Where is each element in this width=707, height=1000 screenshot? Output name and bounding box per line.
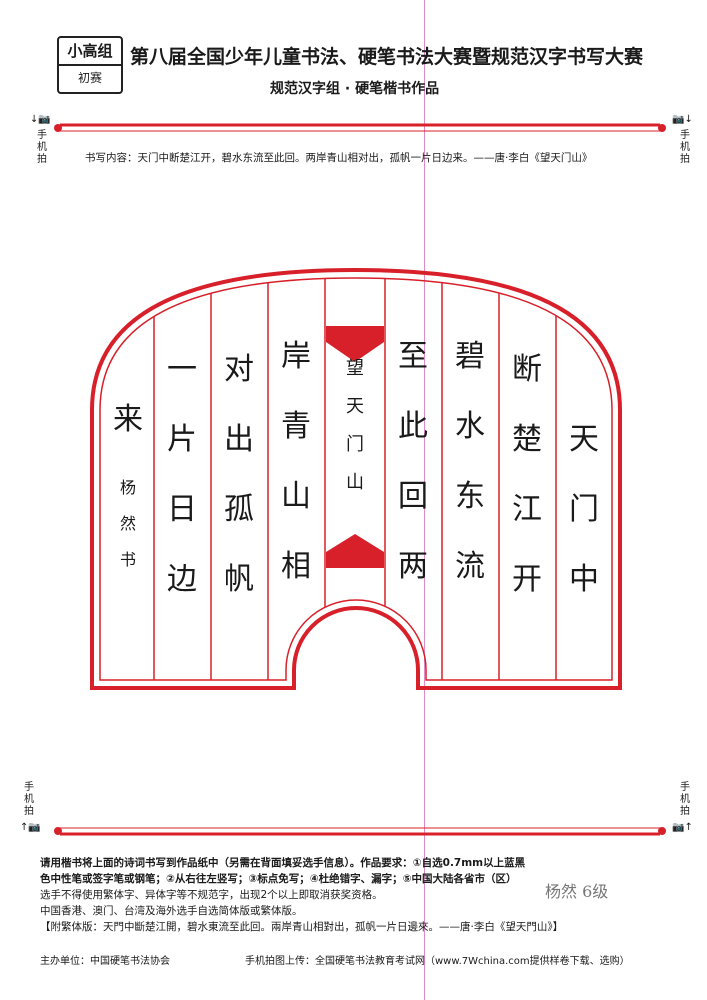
side-label-top-right: 手机拍	[680, 130, 690, 165]
handwritten-signature: 杨然 6级	[545, 882, 609, 901]
organizer-text: 主办单位：中国硬笔书法协会	[40, 956, 170, 967]
upload-text: 手机拍图上传：全国硬笔书法教育考试网（www.7Wchina.com提供样卷下载…	[245, 956, 630, 967]
requirement-line: 中国香港、澳门、台湾及海外选手自选简体版或繁体版。	[40, 905, 303, 917]
camera-icon: 📷↓	[672, 114, 693, 125]
poem-column-4: 至此回两	[398, 339, 428, 584]
requirements-block: 请用楷书将上面的诗词书写到作品纸中（另需在背面填妥选手信息）。作品要求：①自选0…	[40, 855, 680, 935]
poem-column-5: 岸青山相	[281, 339, 311, 584]
page-subtitle: 规范汉字组 · 硬笔楷书作品	[270, 81, 440, 97]
author-signature: 杨然书	[119, 478, 136, 569]
poem-column-6: 对出孤帆	[224, 352, 254, 597]
requirement-line: 请用楷书将上面的诗词书写到作品纸中（另需在背面填妥选手信息）。作品要求：①自选0…	[40, 857, 526, 869]
poem-column-3: 碧水东流	[455, 339, 485, 584]
guide-line	[424, 0, 425, 1000]
poem-column-7: 一片日边	[167, 352, 197, 597]
requirement-line: 色中性笔或签字笔或钢笔；②从右往左竖写；③标点免写；④杜绝错字、漏字；⑤中国大陆…	[40, 873, 517, 885]
camera-icon: ↓📷	[30, 114, 51, 125]
badge-group-label: 小高组	[59, 38, 121, 66]
page-title: 第八届全国少年儿童书法、硬笔书法大赛暨规范汉字书写大赛	[130, 46, 644, 68]
poem-column-1: 天门中	[569, 422, 599, 597]
requirement-line: 【附繁体版：天門中斷楚江開，碧水東流至此回。兩岸青山相對出，孤帆一片日邊來。——…	[40, 921, 564, 933]
poem-title-column: 望天门山	[346, 358, 364, 493]
side-label-bottom-right: 手机拍	[680, 782, 690, 817]
writing-content: 书写内容：天门中断楚江开，碧水东流至此回。两岸青山相对出，孤帆一片日边来。——唐…	[85, 152, 593, 164]
side-label-bottom-left: 手机拍	[24, 782, 34, 817]
requirement-line: 选手不得使用繁体字、异体字等不规范字，出现2个以上即取消获奖资格。	[40, 889, 383, 901]
camera-icon: 📷↑	[672, 822, 693, 833]
camera-icon: ↑📷	[20, 822, 41, 833]
poem-column-8: 来	[113, 402, 143, 437]
badge-round-label: 初赛	[77, 71, 102, 85]
group-badge: 小高组 初赛	[57, 36, 123, 94]
side-label-top-left: 手机拍	[37, 130, 47, 165]
poem-column-2: 断楚江开	[512, 352, 542, 597]
